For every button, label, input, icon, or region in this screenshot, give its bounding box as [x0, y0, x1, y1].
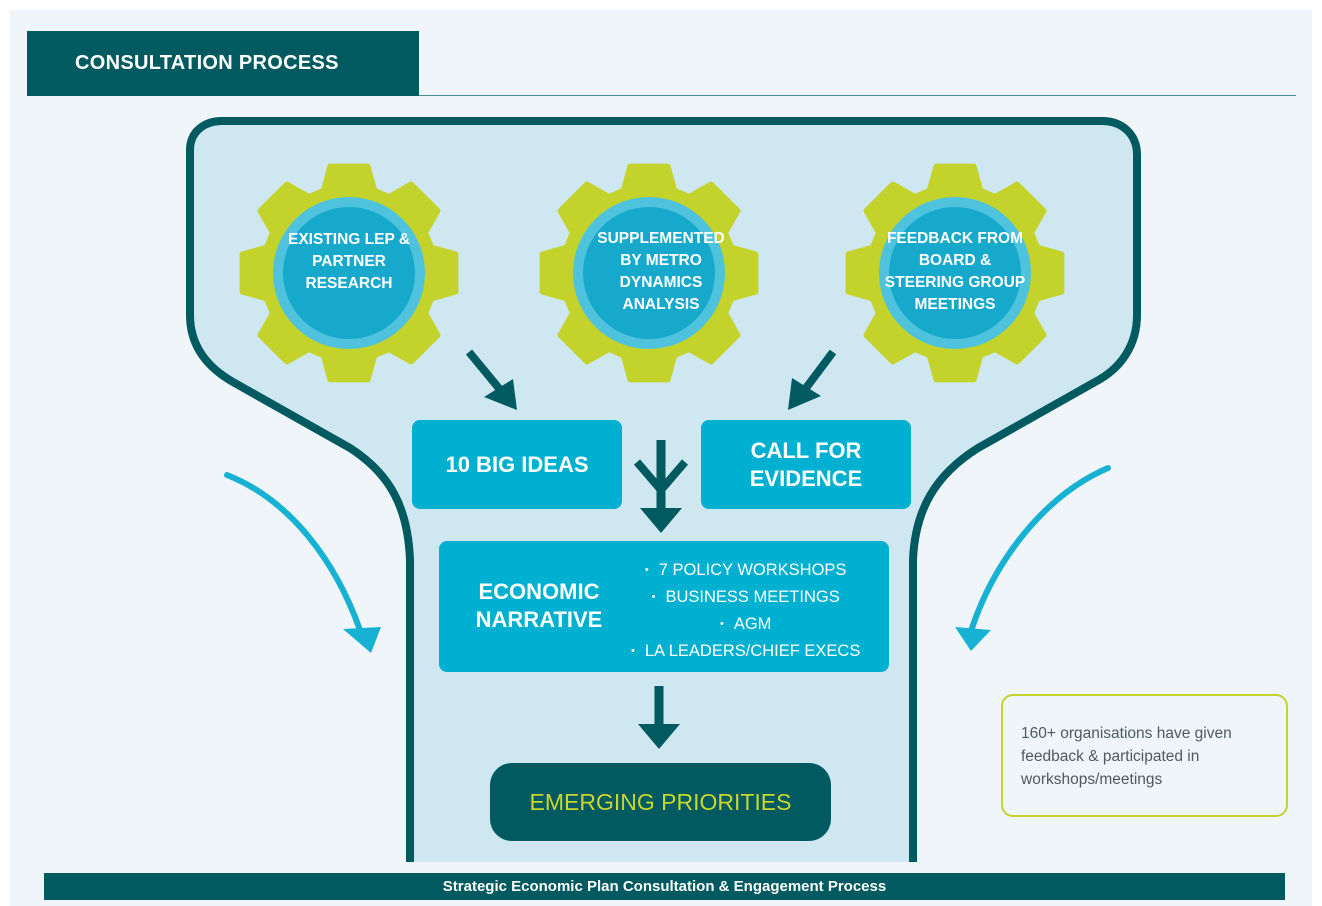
- gear-existing-research-icon: [239, 163, 459, 383]
- call-for-evidence-label: CALL FOR EVIDENCE: [749, 437, 863, 491]
- merge-arrow: [633, 440, 689, 533]
- big-ideas-label: 10 BIG IDEAS: [445, 451, 589, 477]
- right-curved-arrow: [955, 465, 1111, 651]
- organisations-note: 160+ organisations have given feedback &…: [1001, 694, 1288, 817]
- list-item: AGM: [631, 612, 860, 639]
- gear-label-board-feedback: FEEDBACK FROM BOARD & STEERING GROUP MEE…: [884, 230, 1026, 313]
- section-title: CONSULTATION PROCESS: [27, 31, 419, 96]
- gear-label-existing-research: EXISTING LEP & PARTNER RESEARCH: [287, 231, 411, 292]
- caption-bar: Strategic Economic Plan Consultation & E…: [44, 873, 1285, 900]
- emerging-priorities-label: EMERGING PRIORITIES: [529, 788, 792, 815]
- emerging-priorities-box: EMERGING PRIORITIES: [490, 763, 831, 841]
- narrative-to-priorities-arrow: [638, 686, 680, 749]
- list-item: LA LEADERS/CHIEF EXECS: [631, 639, 861, 666]
- economic-narrative-box: ECONOMIC NARRATIVE 7 POLICY WORKSHOPS BU…: [439, 541, 889, 672]
- gear-board-feedback-icon: [845, 163, 1065, 383]
- left-curved-arrow: [224, 472, 381, 653]
- caption-text: Strategic Economic Plan Consultation & E…: [442, 878, 887, 895]
- arrow-from-right-gear: [788, 349, 837, 410]
- arrow-from-left-gear: [465, 349, 517, 410]
- narrative-activity-list: 7 POLICY WORKSHOPS BUSINESS MEETINGS AGM…: [631, 558, 861, 666]
- gear-metro-dynamics-icon: [539, 163, 759, 383]
- gear-label-metro-dynamics: SUPPLEMENTED BY METRO DYNAMICS ANALYSIS: [597, 230, 725, 313]
- call-for-evidence-box: CALL FOR EVIDENCE: [701, 420, 911, 509]
- section-title-text: CONSULTATION PROCESS: [75, 52, 339, 74]
- economic-narrative-title: ECONOMIC NARRATIVE: [475, 579, 603, 632]
- list-item: BUSINESS MEETINGS: [631, 585, 860, 612]
- big-ideas-box: 10 BIG IDEAS: [412, 420, 622, 509]
- header-divider: [419, 95, 1296, 96]
- list-item: 7 POLICY WORKSHOPS: [631, 558, 860, 585]
